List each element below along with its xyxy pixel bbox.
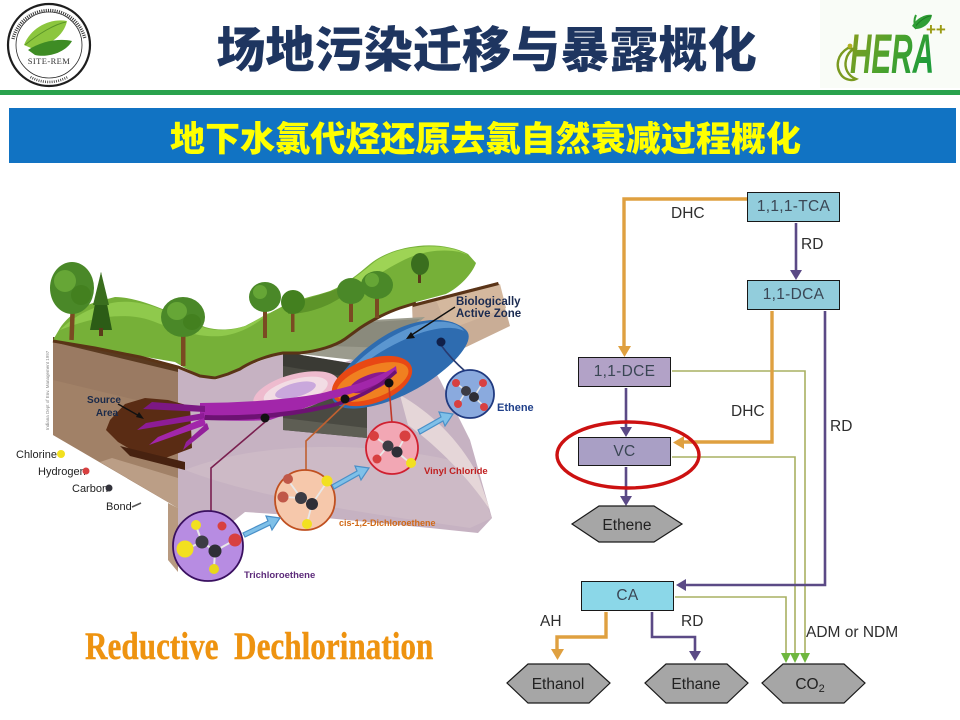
svg-text:Carbon: Carbon bbox=[72, 483, 108, 495]
svg-text:Vinyl Chloride: Vinyl Chloride bbox=[424, 466, 488, 477]
svg-text:HERA: HERA bbox=[850, 22, 934, 85]
svg-text:Source: Source bbox=[87, 395, 121, 406]
svg-text:Ethane: Ethane bbox=[671, 676, 720, 693]
svg-text:Indiana Dept of Env. Managemen: Indiana Dept of Env. Management 1997 bbox=[45, 350, 50, 430]
svg-text:CO2: CO2 bbox=[795, 676, 824, 695]
svg-text:Trichloroethene: Trichloroethene bbox=[244, 570, 315, 581]
svg-text:++: ++ bbox=[926, 20, 946, 39]
svg-text:Ethene: Ethene bbox=[497, 402, 534, 414]
svg-text:Bond: Bond bbox=[106, 501, 132, 513]
svg-text:SITE-REM: SITE-REM bbox=[28, 56, 70, 66]
svg-text:Ethene: Ethene bbox=[602, 517, 651, 534]
svg-text:Active Zone: Active Zone bbox=[456, 308, 521, 320]
svg-text:Ethanol: Ethanol bbox=[532, 676, 585, 693]
svg-text:cis-1,2-Dichloroethene: cis-1,2-Dichloroethene bbox=[339, 518, 436, 528]
svg-text:Area: Area bbox=[96, 408, 119, 419]
svg-text:Hydrogen: Hydrogen bbox=[38, 466, 86, 478]
svg-text:Biologically: Biologically bbox=[456, 296, 521, 308]
svg-text:Chlorine: Chlorine bbox=[16, 449, 57, 461]
